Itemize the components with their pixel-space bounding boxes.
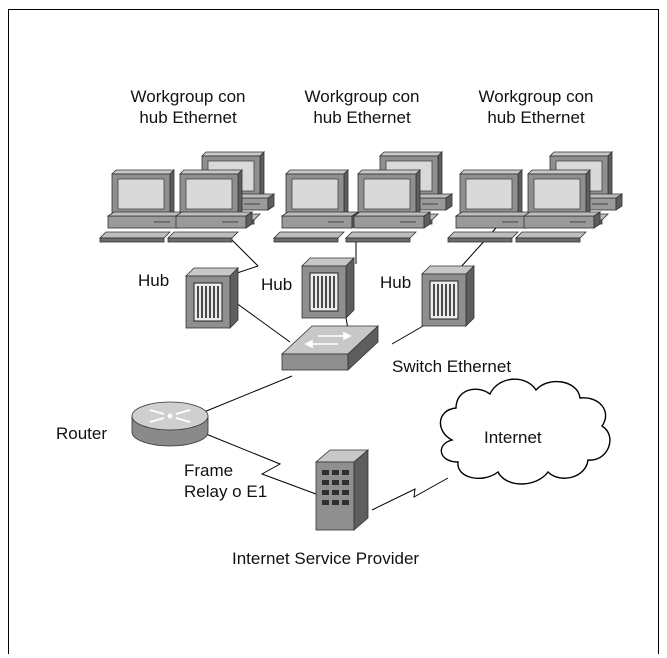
wan-link-label: Frame Relay o E1 [184,460,267,502]
hub-icon [185,267,239,329]
switch-icon [280,325,380,371]
workgroup-3-label: Workgroup con hub Ethernet [466,86,606,128]
isp-label: Internet Service Provider [232,549,420,568]
workgroup-1-computers [99,151,275,243]
router-icon [131,401,209,447]
hub-2-label: Hub [261,275,293,294]
router-label: Router [56,424,108,443]
workgroup-1-label-line1: Workgroup con [130,87,246,106]
workgroup-2-computers [273,151,453,243]
hub-1-label: Hub [138,271,170,290]
workgroup-2-label-line1: Workgroup con [304,87,420,106]
wan-link-label-line1: Frame [184,461,234,480]
cloud-label: Internet [484,428,542,447]
workstation-icon [99,169,185,243]
workgroup-3-label-line2: hub Ethernet [487,108,585,127]
workgroup-3-label-line1: Workgroup con [478,87,594,106]
hub-icon [421,265,475,327]
workstation-icon [273,169,359,243]
workgroup-3-computers [447,151,623,243]
workstation-icon [167,169,253,243]
diagram-frame [8,9,659,654]
wan-link-label-line2: Relay o E1 [184,482,268,501]
hub-icon [301,257,355,319]
workstation-icon [447,169,533,243]
workgroup-2-label: Workgroup con hub Ethernet [292,86,432,128]
workstation-icon [515,169,601,243]
workgroup-1-label-line2: hub Ethernet [139,108,237,127]
cloud-icon [439,378,611,485]
server-tower-icon [314,449,370,531]
workgroup-1-label: Workgroup con hub Ethernet [118,86,258,128]
workstation-icon [345,169,431,243]
switch-label: Switch Ethernet [392,357,512,376]
workgroup-2-label-line2: hub Ethernet [313,108,411,127]
hub-3-label: Hub [380,273,412,292]
